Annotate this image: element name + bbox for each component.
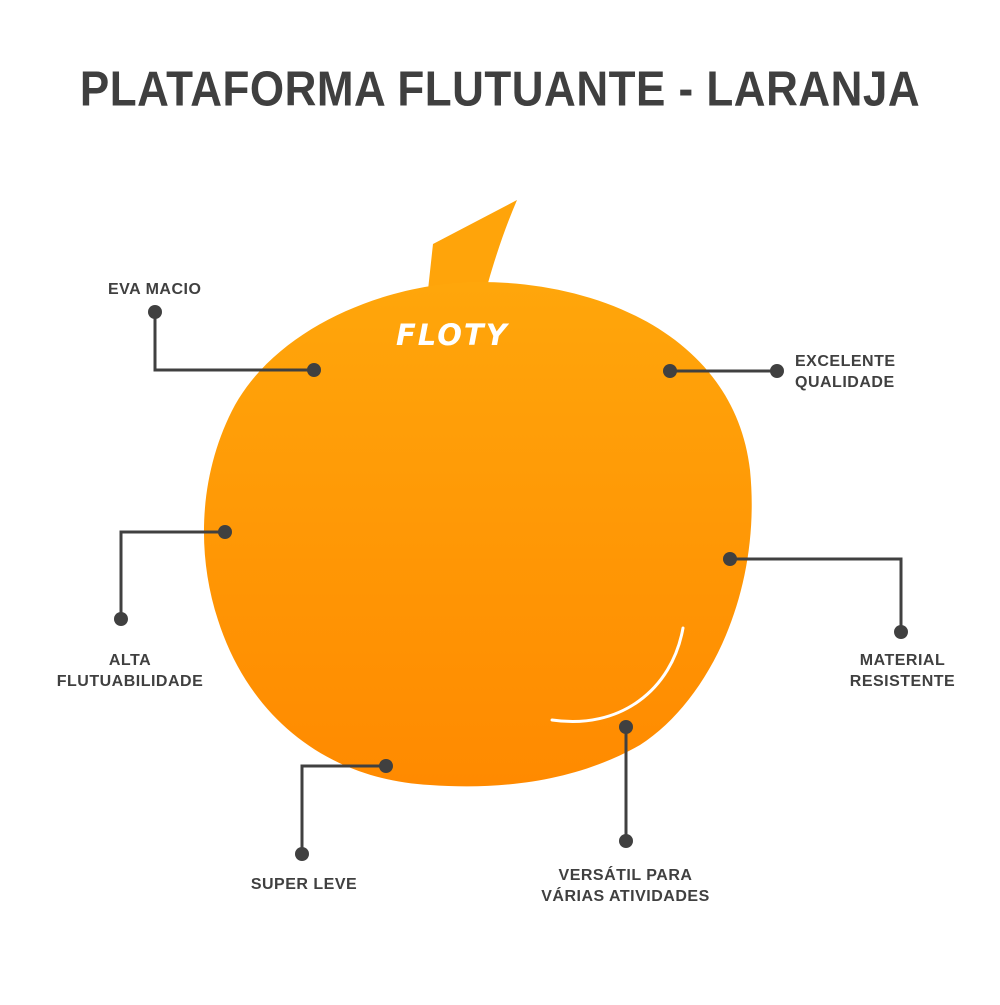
highlight-arc <box>550 626 685 723</box>
feature-light-label: SUPER LEVE <box>250 876 358 893</box>
callout-light-dot-b <box>295 847 309 861</box>
callout-dots <box>114 305 908 861</box>
feature-quality-label: EXCELENTE QUALIDADE <box>795 353 896 391</box>
callout-quality-dot-a <box>663 364 677 378</box>
callout-eva-dot-b <box>307 363 321 377</box>
callout-light-line <box>300 764 386 854</box>
callout-versatile-dot-b <box>619 834 633 848</box>
orange-body <box>203 282 752 787</box>
callout-resistant-dot-b <box>894 625 908 639</box>
feature-flotation-label: ALTA FLUTUABILIDADE <box>56 652 204 690</box>
callout-flotation-line <box>119 530 225 619</box>
page-title: PLATAFORMA FLUTUANTE - LARANJA <box>79 62 921 117</box>
callout-lines <box>119 312 903 854</box>
feature-versatile-label: VERSÁTIL PARA VÁRIAS ATIVIDADES <box>541 867 710 905</box>
callout-resistant-line <box>730 557 903 632</box>
callout-quality-dot-b <box>770 364 784 378</box>
callout-light-dot-a <box>379 759 393 773</box>
feature-resistant-label: MATERIAL RESISTENTE <box>849 652 956 690</box>
callout-flotation-dot-b <box>114 612 128 626</box>
orange-stem <box>428 200 517 290</box>
callout-eva-line <box>153 312 314 372</box>
callout-eva-dot-a <box>148 305 162 319</box>
callout-versatile-dot-a <box>619 720 633 734</box>
callout-flotation-dot-a <box>218 525 232 539</box>
feature-eva-label: EVA MACIO <box>108 281 202 298</box>
callout-resistant-dot-a <box>723 552 737 566</box>
brand-logo: FLOTY <box>396 318 509 352</box>
